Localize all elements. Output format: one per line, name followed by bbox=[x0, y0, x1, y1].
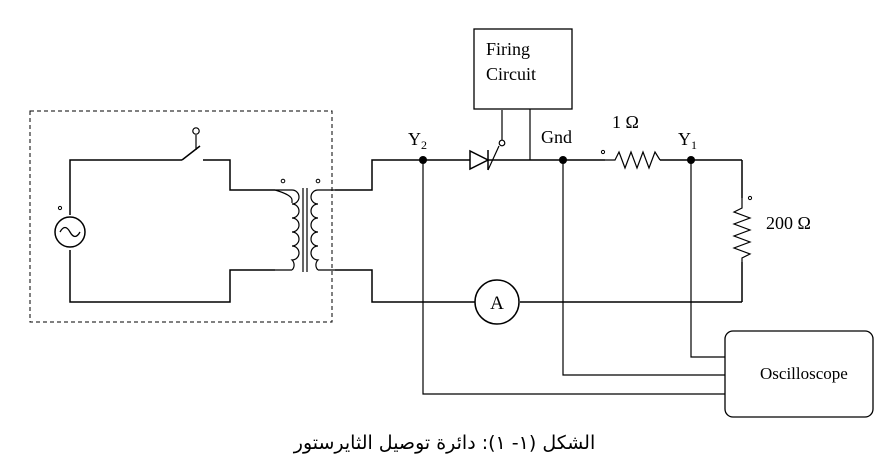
ammeter-label: A bbox=[490, 293, 504, 314]
oscilloscope-label: Oscilloscope bbox=[760, 364, 848, 383]
ammeter-icon: A bbox=[474, 279, 520, 325]
firing-circuit-label-2: Circuit bbox=[486, 64, 536, 84]
label-gnd: Gnd bbox=[541, 127, 572, 147]
firing-circuit-box: Firing Circuit bbox=[473, 28, 573, 160]
label-200-ohm: 200 Ω bbox=[766, 213, 811, 233]
transformer-icon bbox=[274, 178, 335, 272]
switch-icon bbox=[181, 127, 201, 161]
node-y2 bbox=[419, 156, 427, 164]
label-1-ohm: 1 Ω bbox=[612, 112, 639, 132]
resistor-1-ohm-icon bbox=[600, 149, 661, 170]
ac-supply-enclosure bbox=[29, 110, 333, 323]
thyristor-icon bbox=[469, 110, 506, 171]
label-y2: Y2 bbox=[408, 129, 427, 152]
probe-wires bbox=[422, 160, 725, 395]
figure-caption: الشكل (١- ١): دائرة توصيل الثايرستور bbox=[293, 432, 596, 454]
node-gnd bbox=[559, 156, 567, 164]
node-y1 bbox=[687, 156, 695, 164]
firing-circuit-label-1: Firing bbox=[486, 39, 530, 59]
label-y1: Y1 bbox=[678, 129, 697, 152]
ac-source-icon bbox=[54, 205, 86, 248]
oscilloscope-box: Oscilloscope bbox=[724, 330, 874, 418]
resistor-200-ohm-icon bbox=[732, 195, 753, 262]
secondary-wiring bbox=[335, 159, 743, 303]
primary-wiring bbox=[69, 159, 275, 303]
